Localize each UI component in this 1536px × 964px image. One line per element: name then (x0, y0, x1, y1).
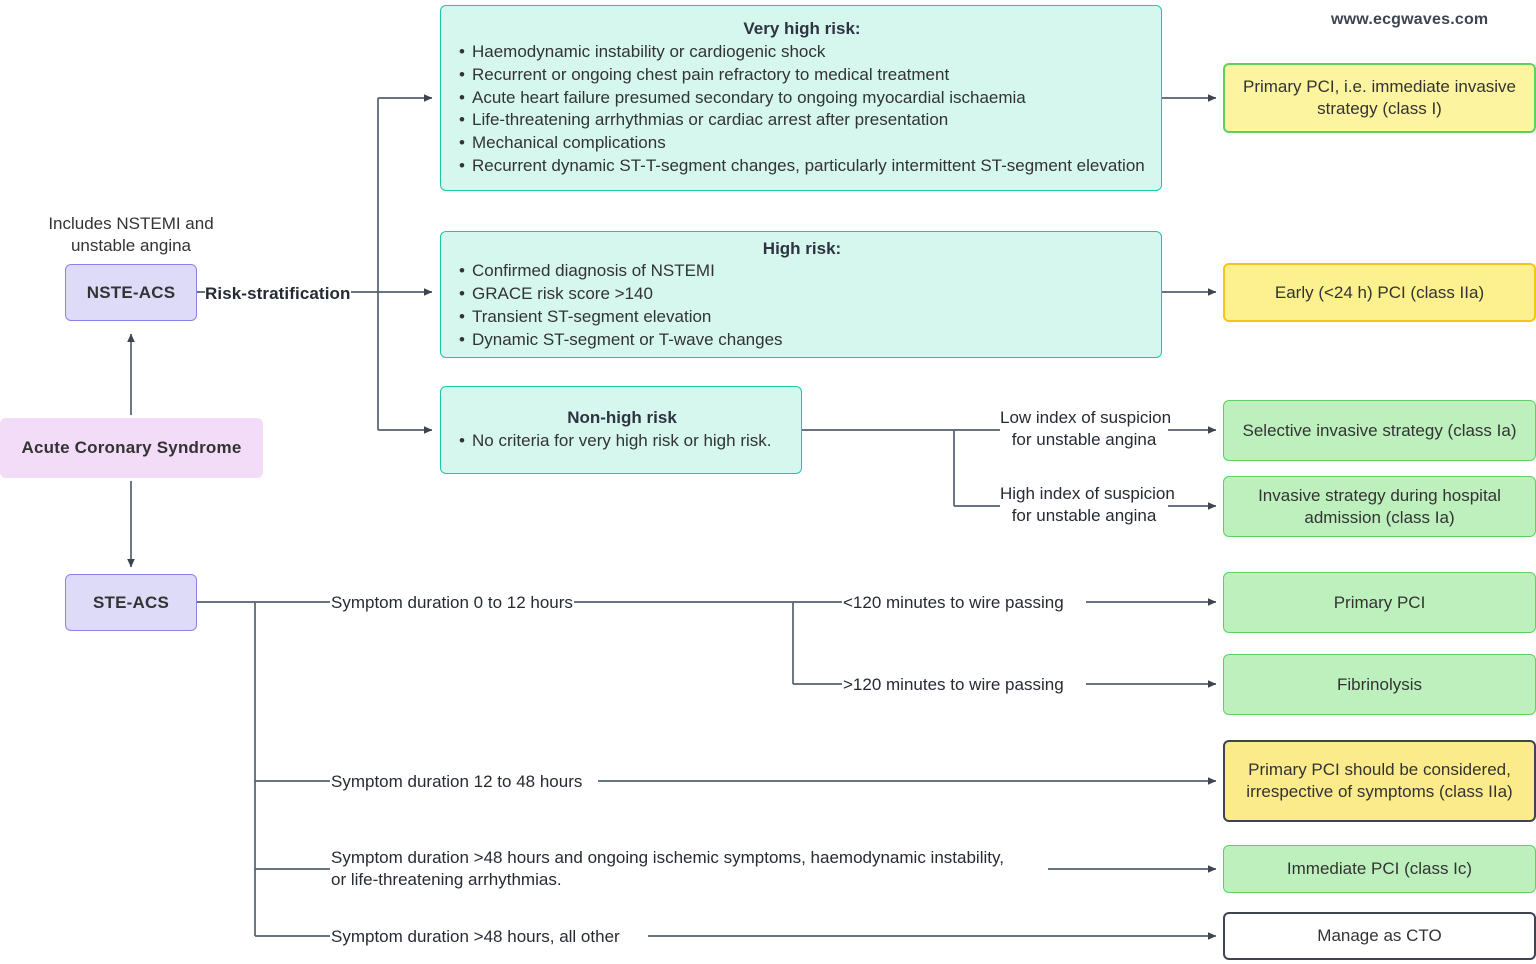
node-early-pci[interactable]: Early (<24 h) PCI (class IIa) (1223, 263, 1536, 322)
node-very-high-risk[interactable]: Very high risk: Haemodynamic instability… (440, 5, 1162, 191)
list-item: Transient ST-segment elevation (459, 306, 1145, 328)
list-item: GRACE risk score >140 (459, 283, 1145, 305)
node-primary-pci-label: Primary PCI (1333, 592, 1426, 612)
list-item: Mechanical complications (459, 132, 1145, 154)
node-primary-pci-considered-label: Primary PCI should be considered, irresp… (1246, 760, 1513, 801)
node-manage-as-cto[interactable]: Manage as CTO (1223, 912, 1536, 960)
very-high-risk-title: Very high risk: (743, 19, 861, 39)
non-high-risk-list: No criteria for very high risk or high r… (459, 430, 785, 453)
node-primary-pci-immediate[interactable]: Primary PCI, i.e. immediate invasive str… (1223, 63, 1536, 133)
list-item: No criteria for very high risk or high r… (459, 430, 785, 452)
node-selective-invasive-strategy[interactable]: Selective invasive strategy (class Ia) (1223, 400, 1536, 461)
edge-label-symptom-0-12: Symptom duration 0 to 12 hours (331, 592, 573, 615)
node-immediate-pci-label: Immediate PCI (class Ic) (1286, 859, 1473, 879)
edge-label-risk-stratification: Risk-stratification (205, 283, 351, 306)
node-invasive-admission-label: Invasive strategy during hospital admiss… (1258, 485, 1501, 527)
list-item: Haemodynamic instability or cardiogenic … (459, 41, 1145, 63)
node-nste-acs[interactable]: NSTE-ACS (65, 264, 197, 321)
edge-label-wire-gt-120: >120 minutes to wire passing (843, 674, 1064, 697)
list-item: Confirmed diagnosis of NSTEMI (459, 260, 1145, 282)
node-nste-acs-label: NSTE-ACS (86, 282, 176, 302)
list-item: Acute heart failure presumed secondary t… (459, 87, 1145, 109)
node-primary-pci-immediate-label: Primary PCI, i.e. immediate invasive str… (1242, 77, 1517, 118)
list-item: Dynamic ST-segment or T-wave changes (459, 329, 1145, 351)
node-selective-invasive-label: Selective invasive strategy (class Ia) (1242, 420, 1517, 440)
edge-label-symptom-gt48-other: Symptom duration >48 hours, all other (331, 926, 620, 949)
very-high-risk-list: Haemodynamic instability or cardiogenic … (459, 41, 1145, 178)
non-high-risk-title: Non-high risk (567, 408, 677, 428)
node-acute-coronary-syndrome[interactable]: Acute Coronary Syndrome (0, 418, 263, 478)
list-item: Life-threatening arrhythmias or cardiac … (459, 109, 1145, 131)
node-primary-pci-considered[interactable]: Primary PCI should be considered, irresp… (1223, 740, 1536, 822)
nste-acs-note: Includes NSTEMI and unstable angina (48, 214, 214, 256)
node-immediate-pci[interactable]: Immediate PCI (class Ic) (1223, 845, 1536, 893)
edge-label-symptom-gt48-ongoing: Symptom duration >48 hours and ongoing i… (331, 847, 1004, 892)
node-high-risk[interactable]: High risk: Confirmed diagnosis of NSTEMI… (440, 231, 1162, 358)
node-early-pci-label: Early (<24 h) PCI (class IIa) (1274, 282, 1485, 302)
node-fibrinolysis[interactable]: Fibrinolysis (1223, 654, 1536, 715)
node-ste-acs-label: STE-ACS (92, 592, 170, 612)
high-risk-list: Confirmed diagnosis of NSTEMI GRACE risk… (459, 260, 1145, 351)
site-watermark: www.ecgwaves.com (1331, 11, 1489, 28)
list-item: Recurrent dynamic ST-T-segment changes, … (459, 155, 1145, 177)
node-primary-pci[interactable]: Primary PCI (1223, 572, 1536, 633)
edge-label-low-index: Low index of suspicion for unstable angi… (1000, 407, 1171, 452)
edge-label-high-index: High index of suspicion for unstable ang… (1000, 483, 1175, 528)
edge-label-wire-lt-120: <120 minutes to wire passing (843, 592, 1064, 615)
edge-label-symptom-12-48: Symptom duration 12 to 48 hours (331, 771, 583, 794)
node-invasive-strategy-admission[interactable]: Invasive strategy during hospital admiss… (1223, 476, 1536, 537)
list-item: Recurrent or ongoing chest pain refracto… (459, 64, 1145, 86)
node-manage-cto-label: Manage as CTO (1317, 926, 1442, 946)
node-acs-label: Acute Coronary Syndrome (21, 438, 242, 458)
node-fibrinolysis-label: Fibrinolysis (1336, 674, 1423, 694)
node-ste-acs[interactable]: STE-ACS (65, 574, 197, 631)
node-non-high-risk[interactable]: Non-high risk No criteria for very high … (440, 386, 802, 474)
high-risk-title: High risk: (762, 238, 842, 258)
